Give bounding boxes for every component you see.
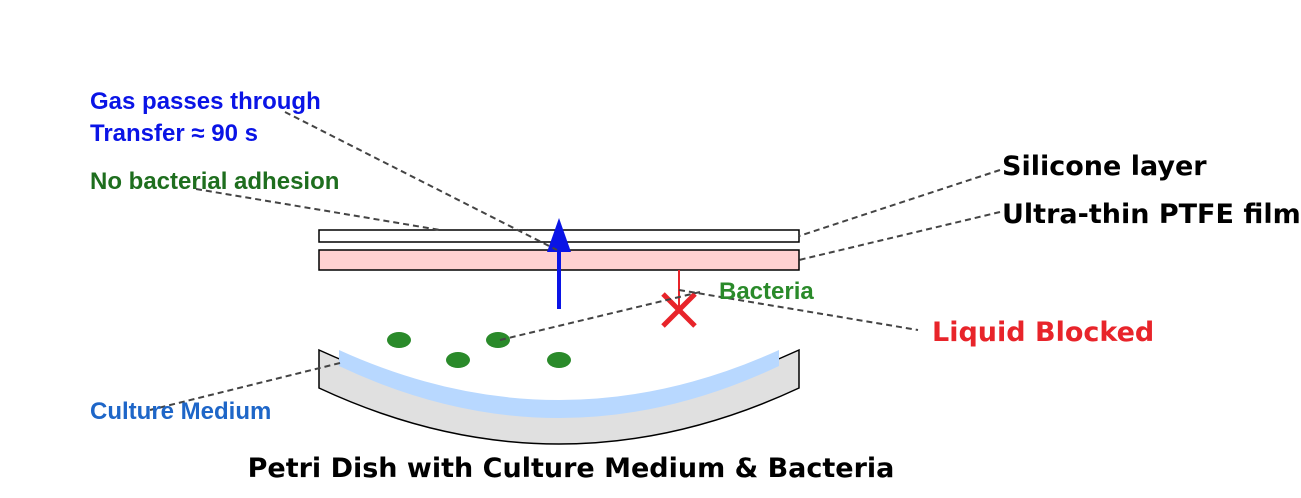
- bacterium-dot: [547, 352, 571, 368]
- leader-liquid-blocked: [678, 289, 919, 331]
- bacterium-dot: [486, 332, 510, 348]
- bacteria-label: Bacteria: [719, 278, 814, 305]
- gas-label-line2: Transfer ≈ 90 s: [90, 120, 258, 147]
- leader-no-adhesion: [195, 188, 441, 231]
- silicone-label: Silicone layer: [1002, 151, 1207, 182]
- bacterium-dot: [387, 332, 411, 348]
- leader-bacteria: [499, 291, 701, 341]
- gas-label-line1: Gas passes through: [90, 88, 321, 115]
- leader-gas: [284, 111, 558, 251]
- leader-culture-medium: [149, 362, 341, 411]
- ptfe-label: Ultra-thin PTFE film: [1002, 199, 1301, 230]
- bacterium-dot: [446, 352, 470, 368]
- caption: Petri Dish with Culture Medium & Bacteri…: [248, 453, 895, 484]
- liquid-blocked-label: Liquid Blocked: [932, 317, 1154, 348]
- culture-medium-layer: [339, 350, 779, 418]
- leader-ptfe: [798, 211, 1001, 261]
- arrow-up-icon: [547, 218, 571, 309]
- leader-silicone: [798, 169, 1001, 237]
- no-adhesion-label: No bacterial adhesion: [90, 168, 339, 195]
- culture-medium-label: Culture Medium: [90, 398, 271, 425]
